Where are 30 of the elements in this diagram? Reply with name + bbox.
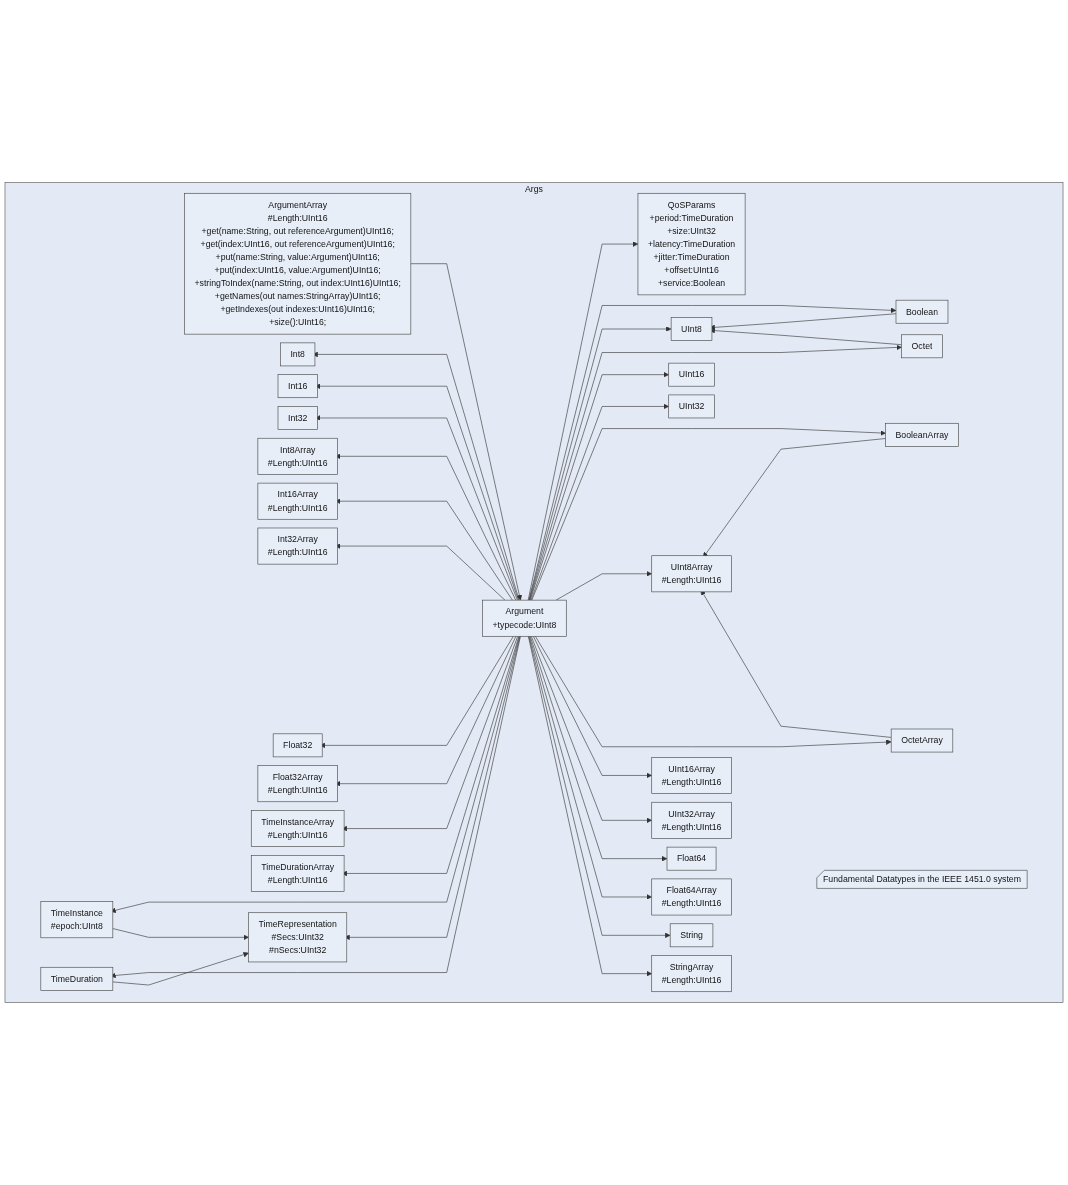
node-box: TimeDurationArray #Length:UInt16 xyxy=(250,855,345,892)
node-box: BooleanArray xyxy=(885,422,959,447)
node-box: Argument +typecode:UInt8 xyxy=(482,599,567,637)
node-box: Float64 xyxy=(666,846,717,871)
node-box: StringArray #Length:UInt16 xyxy=(651,955,732,993)
node-box: QoSParams +period:TimeDuration +size:UInt32 +latency:TimeDuration +jitter:TimeDuration +offset:UInt16 +service:Boolean xyxy=(637,192,746,296)
node-box: TimeRepresentation #Secs:UInt32 #nSecs:UInt32 xyxy=(248,912,348,963)
node-box: Octet xyxy=(901,334,943,359)
node-box: Int32 xyxy=(277,406,318,430)
node-box: Int8 xyxy=(280,342,316,367)
node-box: UInt32Array #Length:UInt16 xyxy=(651,801,732,839)
node-box: Float32 xyxy=(272,733,323,758)
node-box: TimeDuration xyxy=(40,966,114,991)
node-box: TimeInstanceArray #Length:UInt16 xyxy=(250,810,345,847)
node-box: UInt32 xyxy=(668,394,715,419)
node-box: Int8Array #Length:UInt16 xyxy=(257,437,338,475)
node-box: Boolean xyxy=(895,299,949,324)
node-box: UInt8Array #Length:UInt16 xyxy=(651,555,732,593)
node-box: String xyxy=(669,923,714,948)
node-box: Float64Array #Length:UInt16 xyxy=(651,878,732,916)
node-box: UInt8 xyxy=(670,317,713,341)
node-box: Float32Array #Length:UInt16 xyxy=(257,765,338,803)
node-box: ArgumentArray #Length:UInt16 +get(name:String, out referenceArgument)UInt16; +get(index:UInt16, out referenceArgument)UInt16; +put(name:String, value:Argument)UInt16; +put(index:UInt16, value:Argument)UInt16; +stringToIndex(name:String, out index:UInt16)UInt16; +getNames(out names:StringArray)UInt16; +getIndexes(out indexes:UInt16)UInt16; +size():UInt16; xyxy=(184,192,412,335)
node-box: OctetArray xyxy=(890,728,954,753)
node-box: Int32Array #Length:UInt16 xyxy=(257,527,338,565)
node-box: Int16Array #Length:UInt16 xyxy=(257,482,338,520)
node-box: UInt16 xyxy=(668,362,715,387)
node-box: UInt16Array #Length:UInt16 xyxy=(651,757,732,794)
node-box: TimeInstance #epoch:UInt8 xyxy=(40,901,114,939)
node-box: Int16 xyxy=(277,374,318,399)
